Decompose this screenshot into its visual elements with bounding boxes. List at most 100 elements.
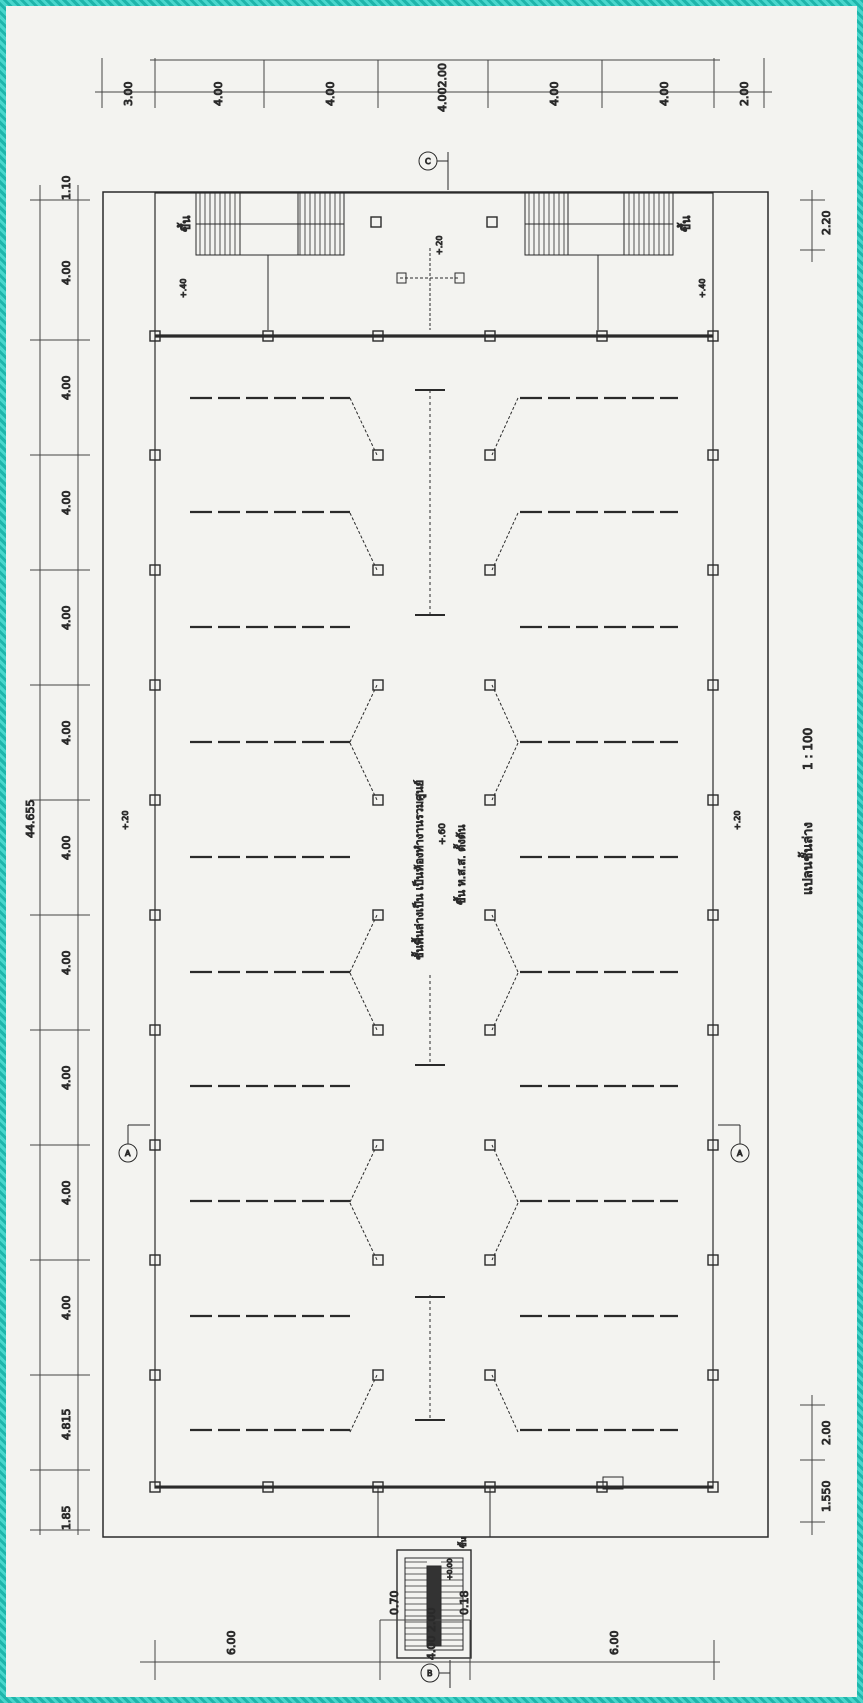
top-dimension-chain (95, 58, 772, 108)
section-b-marker (420, 1660, 451, 1688)
dim-left-11: 4.00 (60, 1296, 73, 1321)
dim-left-6: 4.00 (60, 721, 73, 746)
dim-top-6: 4.00 (658, 82, 671, 107)
right-dimension-chain (800, 190, 825, 1535)
section-b-label: B (427, 1669, 433, 1678)
dim-right-1: 2.20 (820, 211, 833, 236)
column (149, 449, 161, 461)
column (707, 794, 719, 806)
center-small: +.60 (438, 823, 448, 845)
column (707, 330, 719, 342)
desk-link-right (491, 397, 519, 456)
center-light-bars (415, 389, 445, 1421)
column (262, 1481, 274, 1493)
top-stair-right-treads (528, 193, 670, 255)
level-mark-3: +.40 (698, 279, 707, 298)
desk-link-right (491, 1374, 519, 1433)
left-dimension-chain (30, 185, 90, 1535)
column (484, 909, 496, 921)
desk-link-right (491, 742, 519, 801)
left-dimension-labels: 1.10 4.00 4.00 4.00 4.00 4.00 4.00 4.00 … (24, 175, 74, 1531)
column (372, 1254, 384, 1266)
dim-left-1: 1.10 (60, 176, 73, 201)
hall-fixture-r (454, 272, 465, 284)
dim-left-3: 4.00 (60, 376, 73, 401)
column (707, 1254, 719, 1266)
column (372, 449, 384, 461)
column (707, 909, 719, 921)
dim-left-13: 1.85 (60, 1506, 73, 1531)
column (484, 1369, 496, 1381)
overall-length: 44.655 (24, 800, 37, 839)
section-c-marker (418, 151, 449, 190)
hall-lamp (400, 248, 460, 330)
bottom-dimension-chain (140, 1619, 720, 1680)
dim-left-10: 4.00 (60, 1181, 73, 1206)
dim-top-1: 3.00 (122, 82, 135, 107)
dim-left-7: 4.00 (60, 836, 73, 861)
dim-top-7: 2.00 (738, 82, 751, 107)
column (372, 1139, 384, 1151)
center-note-2: ขึ้น ห.ส.ส. ตั้งต้น (453, 824, 468, 905)
column (707, 679, 719, 691)
column (149, 1024, 161, 1036)
section-a-left-label: A (125, 1149, 131, 1158)
column (707, 1369, 719, 1381)
outer-slab (102, 191, 769, 1538)
column (149, 794, 161, 806)
column (372, 909, 384, 921)
column (596, 330, 608, 342)
column (707, 1024, 719, 1036)
column (484, 449, 496, 461)
column (596, 1481, 608, 1493)
rear-stair-up: ขึ้น (457, 1537, 468, 1548)
dim-top-3: 4.00 (324, 82, 337, 107)
column (372, 330, 384, 342)
column (149, 1139, 161, 1151)
column (372, 1369, 384, 1381)
hall-column-r (486, 216, 498, 228)
column (484, 330, 496, 342)
dim-left-8: 4.00 (60, 951, 73, 976)
dim-bottom-1: 6.00 (225, 1631, 238, 1656)
desk-link-right (491, 1202, 519, 1261)
building-outline (154, 192, 714, 1489)
column (484, 1139, 496, 1151)
column (484, 679, 496, 691)
column (707, 1139, 719, 1151)
top-stair-left-treads (199, 193, 341, 255)
column (484, 1024, 496, 1036)
dim-right-2: 2.00 (820, 1421, 833, 1446)
desk-link-left (349, 512, 378, 571)
column (149, 1369, 161, 1381)
desk-link-left (349, 914, 378, 973)
desk-link-left (349, 1374, 378, 1433)
column (484, 794, 496, 806)
top-stair-left (195, 192, 345, 256)
desk-link-right (491, 972, 519, 1031)
dim-top-2: 4.00 (212, 82, 225, 107)
column (149, 1481, 161, 1493)
section-a-right (718, 1124, 750, 1163)
top-dimension-labels: 3.00 4.00 4.00 4.002.00 4.00 4.00 2.00 (122, 63, 752, 113)
desk-link-left (349, 397, 378, 456)
desk-link-left (349, 1202, 378, 1261)
section-a-left (118, 1124, 150, 1163)
level-mark-2: +.20 (435, 236, 444, 255)
column (262, 330, 274, 342)
column (484, 1254, 496, 1266)
dim-bottom-5: 6.00 (608, 1631, 621, 1656)
column (149, 909, 161, 921)
desk-link-right (491, 512, 519, 571)
desk-link-right (491, 914, 519, 973)
level-mark-4: +.20 (121, 811, 130, 830)
dim-top-total: 4.002.00 (436, 63, 449, 112)
desk-link-right (491, 684, 519, 743)
level-mark-5: +.20 (733, 811, 742, 830)
stair-up-label-left: ขึ้น (177, 216, 193, 232)
stair-up-label-right: ขึ้น (677, 216, 693, 232)
column (372, 1024, 384, 1036)
dim-bottom-4: 0.18 (458, 1591, 471, 1616)
column (372, 564, 384, 576)
dim-left-4: 4.00 (60, 491, 73, 516)
